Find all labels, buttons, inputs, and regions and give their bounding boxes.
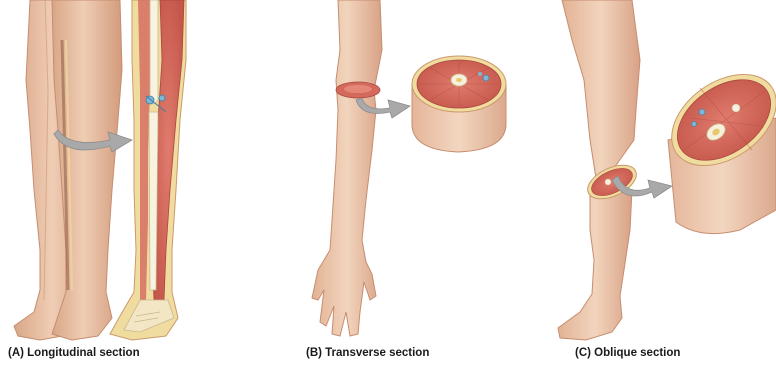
oblique-leg	[558, 0, 641, 340]
caption-longitudinal: (A) Longitudinal section	[8, 347, 140, 359]
panel-c-oblique	[558, 0, 776, 340]
arm	[312, 0, 382, 336]
transverse-section-disc	[412, 56, 506, 152]
oblique-section-block	[655, 56, 776, 234]
caption-transverse: (B) Transverse section	[306, 347, 429, 359]
panel-b-transverse	[312, 0, 506, 336]
caption-oblique: (C) Oblique section	[575, 347, 680, 359]
panel-a-longitudinal	[14, 0, 186, 340]
